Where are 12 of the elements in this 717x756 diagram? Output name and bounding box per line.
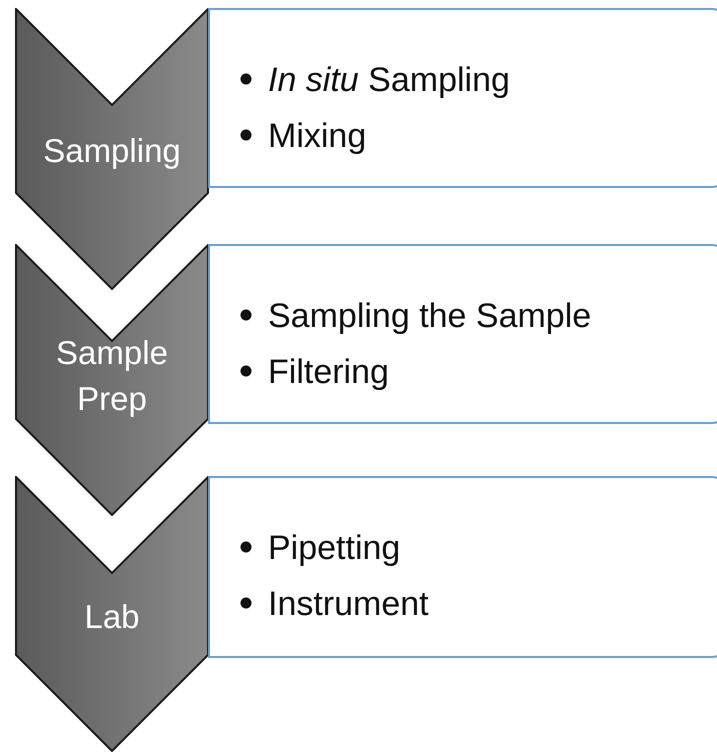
- bullet-text: Pipetting: [268, 528, 400, 569]
- bullet-text: Instrument: [268, 584, 429, 625]
- text-panel: [208, 476, 717, 658]
- text-panel: [208, 8, 717, 188]
- step-label: Sampling: [43, 131, 181, 171]
- bullet-text: Sampling the Sample: [268, 296, 592, 337]
- text-panel: [208, 244, 717, 424]
- step-label: Lab: [84, 597, 140, 637]
- bullet-text: Filtering: [268, 352, 389, 393]
- step-label: Sample Prep: [55, 333, 169, 419]
- bullet-text: Mixing: [268, 116, 366, 157]
- bullet-text: In situ Sampling: [268, 60, 510, 101]
